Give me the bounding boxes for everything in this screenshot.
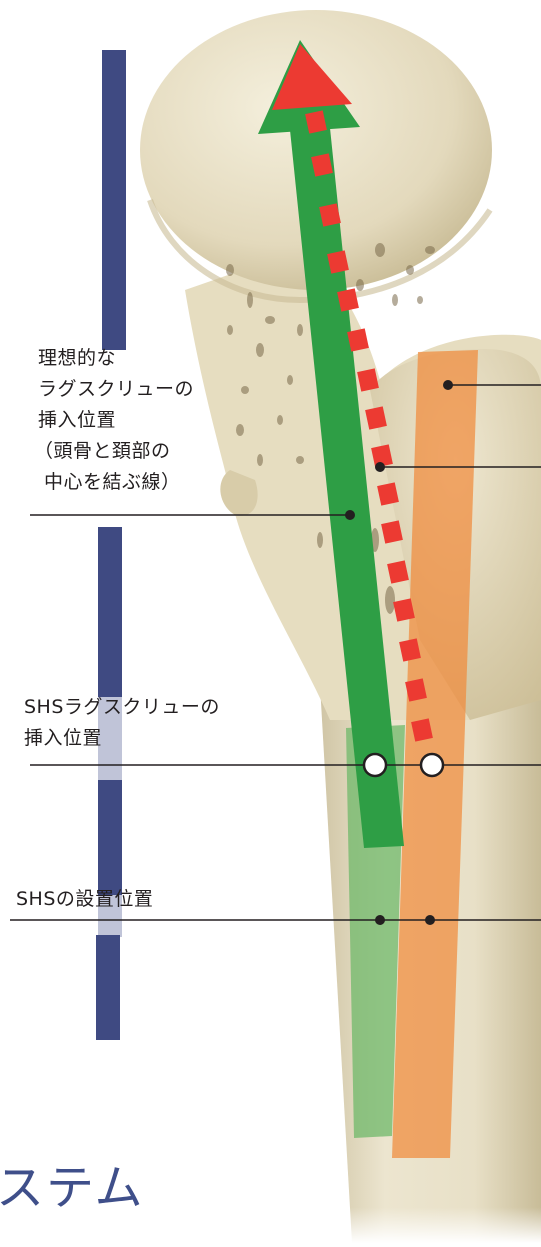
femur-bone	[140, 10, 541, 1243]
bone-pore-19	[257, 454, 263, 466]
bone-pore-1	[226, 264, 234, 276]
label-ideal-line5: 中心を結ぶ線）	[44, 467, 194, 498]
axis-bar-segment-lower	[98, 780, 122, 895]
bone-pore-9	[375, 243, 385, 257]
footer-stem-text: ステム	[0, 1148, 145, 1218]
bone-pore-6	[287, 375, 293, 385]
label-shs-insertion-line2: 挿入位置	[24, 723, 220, 754]
bone-pore-7	[241, 386, 249, 394]
bone-pore-4	[227, 325, 233, 335]
bone-pore-3	[265, 316, 275, 324]
label-ideal-line1: 理想的な	[38, 343, 194, 374]
dot-shs-path	[375, 462, 385, 472]
bone-pore-14	[417, 296, 423, 304]
bone-pore-8	[297, 324, 303, 336]
bone-pore-17	[277, 415, 283, 425]
bone-pore-20	[317, 532, 323, 548]
bone-pore-22	[385, 586, 395, 614]
dot-shs-band	[375, 915, 385, 925]
bone-pore-12	[425, 246, 435, 254]
axis-bar-segment-middle	[98, 527, 122, 697]
dot-stem-top	[443, 380, 453, 390]
bone-pore-5	[256, 343, 264, 357]
bone-pore-18	[296, 456, 304, 464]
label-shs-insertion-line1: SHSラグスクリューの	[24, 692, 220, 723]
bone-pore-16	[236, 424, 244, 436]
bone-pore-2	[247, 292, 253, 308]
label-shs-placement: SHSの設置位置	[16, 884, 153, 915]
label-ideal-line4: （頭骨と頚部の	[34, 436, 194, 467]
label-shs-placement-line1: SHSの設置位置	[16, 884, 153, 915]
bone-pore-13	[356, 279, 364, 291]
bone-pore-11	[392, 294, 398, 306]
dot-stem-band	[425, 915, 435, 925]
label-shs-insertion: SHSラグスクリューの 挿入位置	[24, 692, 220, 754]
marker-shs-insertion	[421, 754, 443, 776]
label-ideal-line3: 挿入位置	[38, 405, 194, 436]
label-ideal-line2: ラグスクリューの	[38, 374, 194, 405]
axis-bar-segment-top	[102, 50, 126, 350]
bone-pore-10	[406, 265, 414, 275]
axis-bar-segment-bottom	[96, 935, 120, 1040]
label-ideal-insertion: 理想的な ラグスクリューの 挿入位置 （頭骨と頚部の 中心を結ぶ線）	[38, 343, 194, 498]
marker-ideal-insertion	[364, 754, 386, 776]
dot-ideal	[345, 510, 355, 520]
